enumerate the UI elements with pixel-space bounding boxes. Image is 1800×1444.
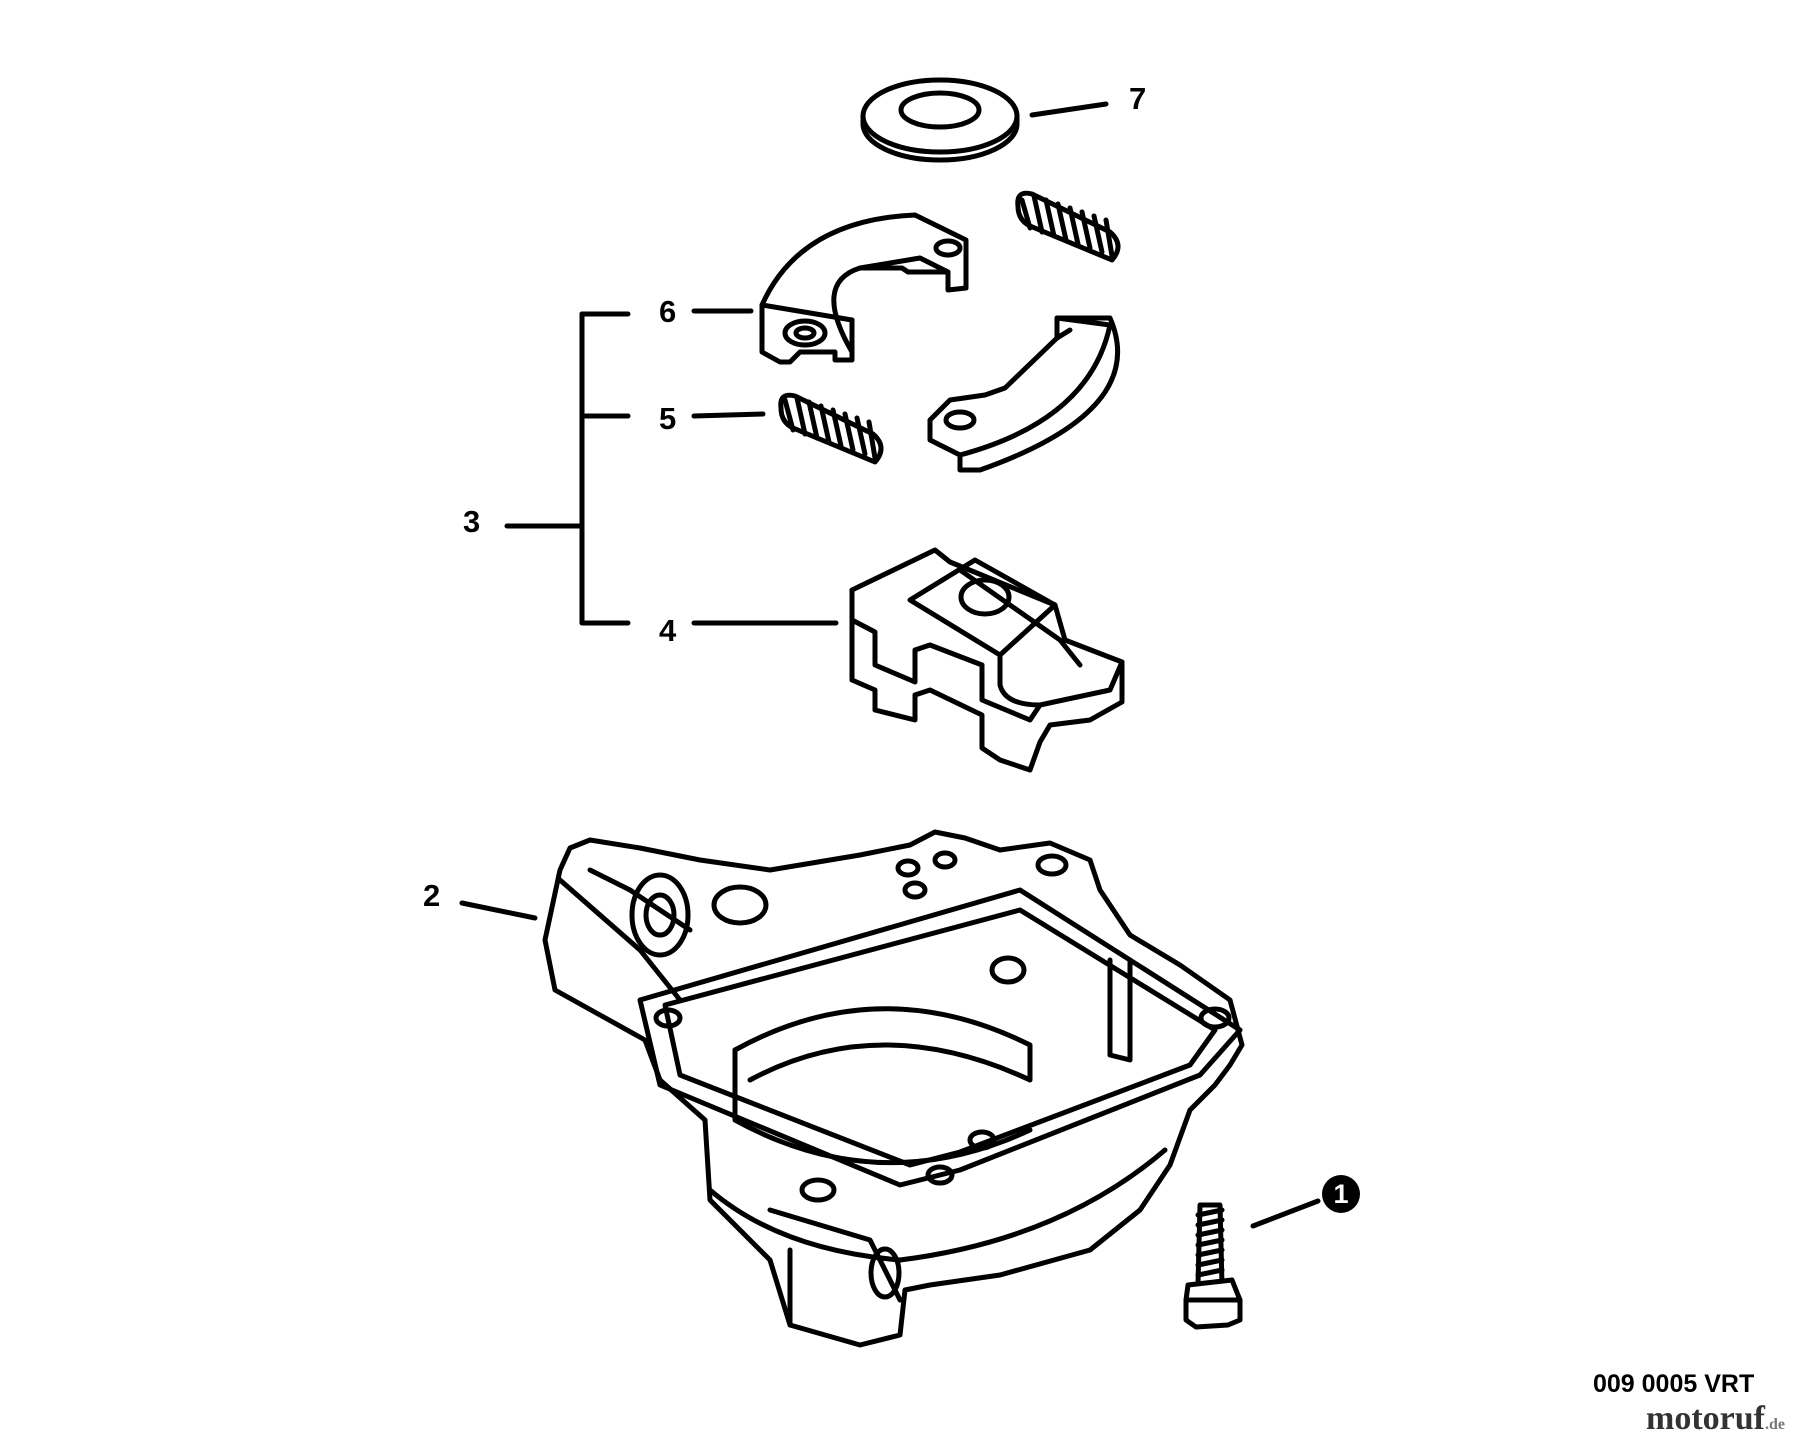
leader-lines xyxy=(459,101,1321,1229)
leader-line-5 xyxy=(691,411,766,419)
callout-3: 3 xyxy=(463,504,481,539)
callout-5: 5 xyxy=(659,401,677,436)
clutch-shoe-upper-part xyxy=(759,212,969,365)
callout-2: 2 xyxy=(423,878,441,913)
diagram-code: 009 0005 VRT xyxy=(1593,1370,1755,1398)
washer-part xyxy=(860,77,1020,163)
watermark: motoruf.de xyxy=(1646,1400,1785,1438)
assembly-bracket xyxy=(504,311,631,626)
callout-4: 4 xyxy=(659,613,677,648)
watermark-suffix: .de xyxy=(1764,1416,1785,1433)
clutch-carrier-part xyxy=(849,547,1125,773)
spring-lower-part xyxy=(778,392,884,465)
clutch-shoe-lower-part xyxy=(927,315,1121,473)
screw-part xyxy=(1183,1202,1243,1330)
leader-line-2 xyxy=(459,900,538,921)
spring-upper-part xyxy=(1015,190,1121,263)
callout-6: 6 xyxy=(659,294,677,329)
callout-1: 1 xyxy=(1322,1175,1360,1213)
leader-line-1 xyxy=(1250,1198,1321,1229)
callout-7: 7 xyxy=(1129,81,1147,116)
leader-line-7 xyxy=(1029,101,1109,118)
watermark-name: motoruf xyxy=(1646,1400,1765,1437)
clutch-housing-part xyxy=(542,829,1245,1348)
